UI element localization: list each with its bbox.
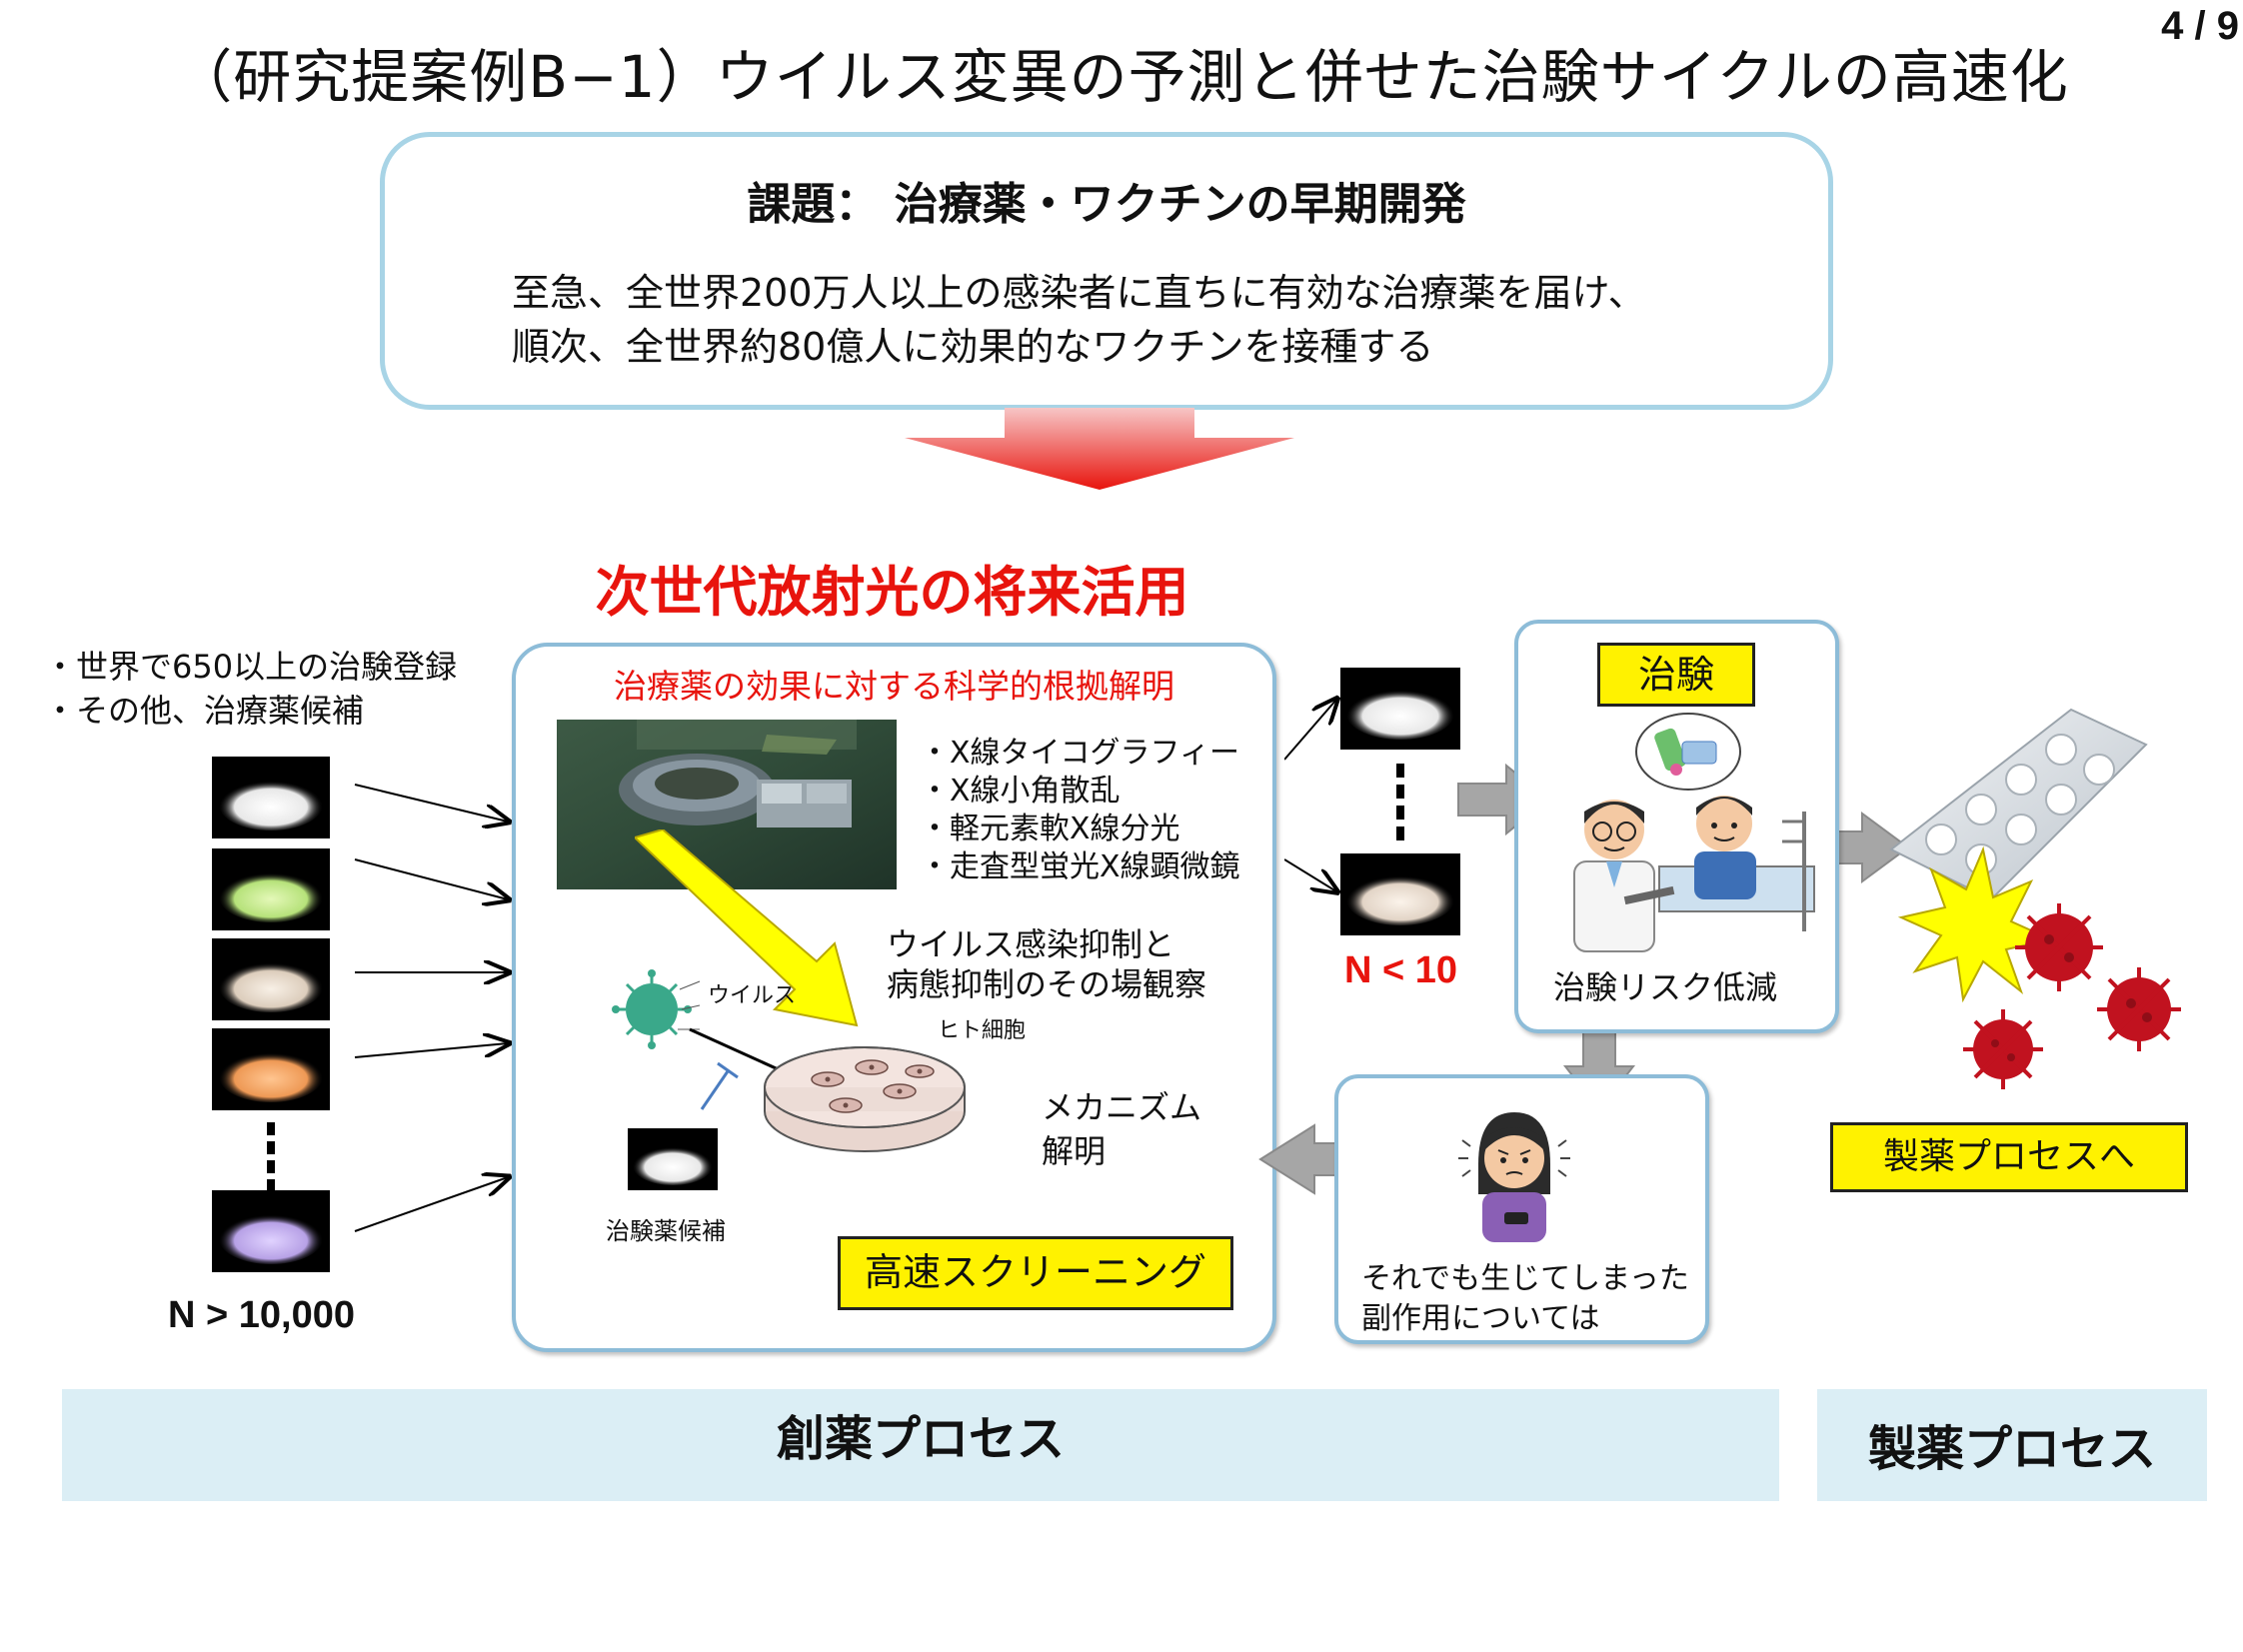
screening-label: 高速スクリーニング [838,1236,1233,1310]
petri-dish-icon [764,1046,966,1152]
pharma-process-label: 製薬プロセスへ [1830,1122,2188,1192]
future-use-title: 次世代放射光の将来活用 [595,561,1189,624]
doctor-patient-illustration [1573,713,1815,952]
input-arrows [354,784,520,1232]
selected-ellipsis-dots [1396,764,1404,840]
powder-orange [212,1028,330,1110]
trial-registration-note: ・世界で650以上の治験登録 [44,648,458,686]
candidate-count: N > 10,000 [168,1294,355,1336]
candidate-powders [212,757,330,1272]
mechanism-line-2: 解明 [1042,1132,1107,1170]
technique-4: ・走査型蛍光X線顕微鏡 [920,849,1240,884]
selected-candidates [1284,668,1460,935]
other-candidates-note: ・その他、治療薬候補 [44,692,365,730]
ellipsis-dots [267,1122,275,1192]
pill-pack-icon [1889,708,2148,901]
down-arrow-icon [905,408,1294,490]
selected-count: N < 10 [1344,949,1458,991]
research-subtitle: 治療薬の効果に対する科学的根拠解明 [614,667,1174,706]
observation-line-1: ウイルス感染抑制と [887,925,1175,963]
technique-3: ・軽元素軟X線分光 [920,812,1180,846]
technique-2: ・X線小角散乱 [920,774,1121,809]
observation-line-2: 病態抑制のその場観察 [887,965,1207,1003]
selected-powder-2 [1340,853,1460,935]
slide-title: （研究提案例B−1）ウイルス変異の予測と併せた治験サイクルの高速化 [174,43,2069,111]
virus-label: ウイルス [708,983,797,1008]
inhibition-icon [700,1061,739,1110]
page-number: 4 / 9 [2161,4,2239,48]
virus-icon [612,969,701,1049]
infection-assay-illustration [612,969,966,1152]
drug-discovery-band: 創薬プロセス [62,1389,1779,1501]
powder-white [212,757,330,838]
issue-box [380,132,1833,410]
trial-label: 治験 [1597,643,1755,707]
selected-powder-1 [1340,668,1460,750]
synchrotron-facility-image [557,720,897,889]
virus-cluster-icon [1963,903,2181,1089]
mechanism-line-1: メカニズム [1042,1088,1202,1126]
issue-line-2: 順次、全世界約80億人に効果的なワクチンを接種する [512,325,1434,369]
worried-person-illustration [1458,1112,1570,1242]
candidate-powder-small [628,1128,718,1190]
powder-green [212,848,330,930]
cell-label: ヒト細胞 [938,1018,1027,1043]
candidate-label: 治験薬候補 [606,1217,726,1245]
trial-risk-label: 治験リスク低減 [1553,968,1778,1006]
impact-burst-icon [1897,845,2055,1003]
powder-purple [212,1190,330,1272]
powder-beige [212,938,330,1020]
technique-1: ・X線タイコグラフィー [920,736,1239,771]
side-effect-line-1: それでも生じてしまった [1361,1261,1689,1296]
beam-arrow-icon [635,829,859,1027]
medicine-vs-virus-illustration [1889,708,2181,1089]
side-effect-line-2: 副作用については [1361,1301,1600,1336]
issue-line-1: 至急、全世界200万人以上の感染者に直ちに有効な治療薬を届け、 [512,271,1646,315]
drug-manufacturing-band: 製薬プロセス [1817,1389,2207,1501]
issue-heading: 課題： 治療薬・ワクチンの早期開発 [747,179,1466,230]
